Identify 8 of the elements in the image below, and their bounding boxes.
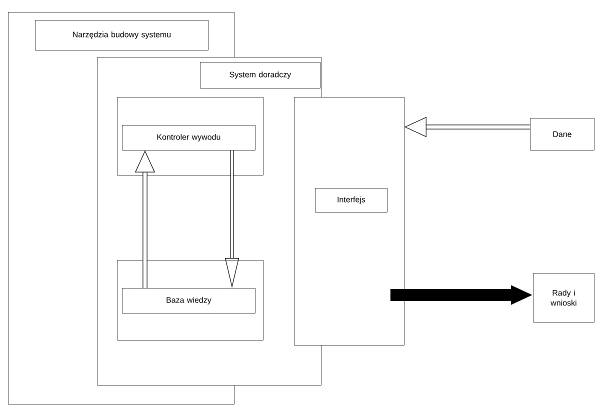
label-box: Kontroler wywodu [122,125,256,150]
label-box: Baza wiedzy [122,288,256,314]
label-box: Rady i wnioski [533,273,594,322]
container-box [294,97,404,346]
label-box: Dane [530,118,594,150]
label-box: System doradczy [200,62,320,88]
label-box: Narzędzia budowy systemu [35,20,208,50]
label-box: Interfejs [315,188,388,212]
